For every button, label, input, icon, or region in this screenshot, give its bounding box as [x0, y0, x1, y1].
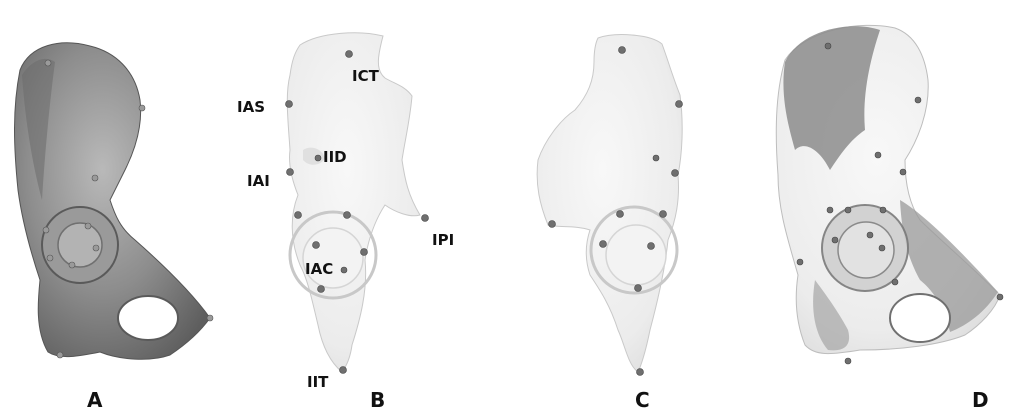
panel-a-letter: A	[87, 388, 103, 412]
landmark-ias	[286, 101, 293, 108]
panel-b-letter: B	[370, 388, 385, 412]
label-ipi: IPI	[432, 231, 454, 249]
landmark-iid	[315, 155, 321, 161]
landmark-ict	[346, 51, 353, 58]
landmark-iit	[340, 367, 347, 374]
landmark-ipi	[422, 215, 429, 222]
panel-a-obturator-foramen	[118, 296, 178, 340]
landmark-iai	[287, 169, 294, 176]
panel-c-bone	[537, 35, 682, 372]
panel-a: A	[15, 43, 214, 412]
landmark-iac	[341, 267, 347, 273]
label-ict: ICT	[352, 67, 380, 85]
panel-c-letter: C	[635, 388, 650, 412]
label-ias: IAS	[237, 98, 265, 116]
label-iit: IIT	[307, 373, 329, 391]
panel-b: ICT IAS IID IAI IPI IAC IIT B	[237, 33, 454, 412]
label-iid: IID	[323, 148, 347, 166]
label-iac: IAC	[305, 260, 333, 278]
panel-d-letter: D	[972, 388, 989, 412]
panel-c: C	[537, 35, 682, 412]
panel-d: D	[776, 25, 1003, 412]
label-iai: IAI	[247, 172, 270, 190]
panel-d-obturator-foramen	[890, 294, 950, 342]
